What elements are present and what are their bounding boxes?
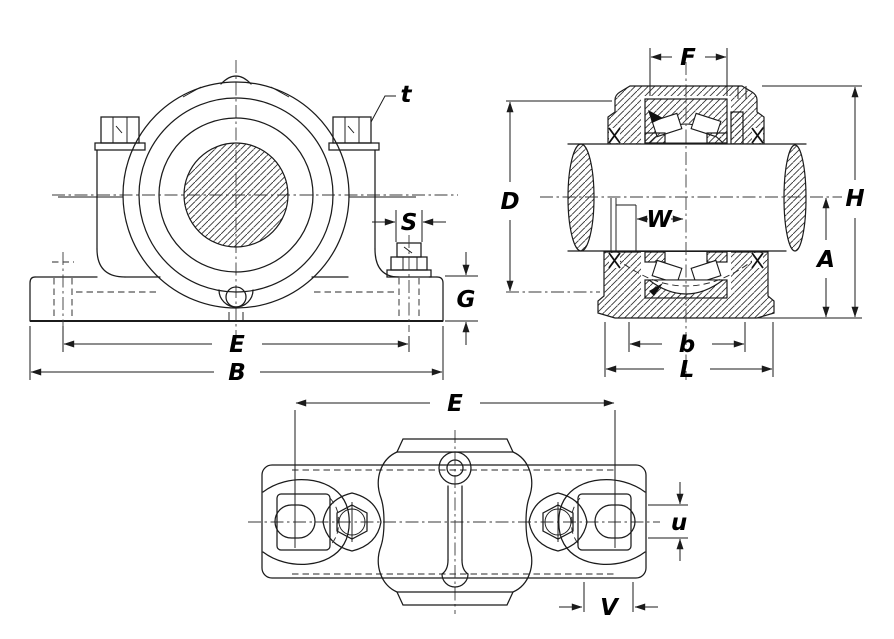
dim-S: S	[372, 210, 446, 242]
right-cap-bolt	[328, 116, 400, 278]
base	[29, 252, 444, 334]
dim-label-V: V	[600, 595, 620, 621]
shaft-break-left	[567, 143, 595, 252]
dim-label-L: L	[680, 357, 695, 383]
dim-label-G: G	[457, 287, 476, 313]
arc-notches	[182, 86, 290, 98]
dim-A: A	[815, 197, 835, 318]
dim-label-W: W	[646, 207, 673, 233]
dim-V: V	[559, 582, 658, 621]
dim-u: u	[648, 482, 688, 561]
grease-dome	[220, 75, 252, 85]
dim-E-plan: E	[294, 391, 616, 500]
dim-L: L	[604, 322, 774, 383]
roller-pointer	[648, 110, 663, 123]
shaft-end-hatched	[183, 142, 289, 248]
dim-D: D	[500, 100, 612, 293]
seal-marks-upper	[608, 127, 764, 144]
dim-H: H	[762, 85, 865, 318]
cap-outline	[377, 438, 533, 606]
dim-label-E-plan: E	[447, 391, 463, 417]
seal-marks-lower	[608, 252, 764, 269]
dim-label-u: u	[671, 510, 687, 536]
dim-label-b: b	[679, 332, 695, 358]
dim-F: F	[649, 45, 728, 96]
dim-b: b	[628, 322, 746, 358]
dim-E-front: E	[62, 326, 410, 358]
shaft	[567, 143, 807, 252]
right-foot	[558, 479, 646, 565]
dim-label-A: A	[815, 247, 835, 273]
dim-label-t: t	[401, 82, 413, 108]
dim-label-D: D	[500, 189, 519, 215]
dim-G: G	[445, 252, 478, 345]
left-cap-bolt	[94, 116, 146, 278]
dim-label-F: F	[680, 45, 696, 71]
dim-t: t	[370, 82, 413, 123]
section-view: F D H A W	[500, 45, 864, 383]
dim-label-H: H	[845, 186, 864, 212]
hidden-cap-edges	[292, 469, 616, 575]
left-foot	[262, 479, 350, 565]
base-outline	[261, 464, 647, 579]
plan-view: E u V	[248, 391, 688, 621]
front-view: t S G E B	[29, 60, 478, 386]
grease-fitting	[438, 451, 472, 485]
grease-cup	[218, 286, 254, 321]
shaft-break-right	[783, 144, 807, 252]
dim-label-E: E	[229, 332, 245, 358]
hex-bolt-right	[528, 492, 588, 552]
dim-label-B: B	[228, 360, 246, 386]
housing-circles	[122, 81, 350, 309]
adapter-sleeve	[610, 198, 637, 251]
dim-label-S: S	[401, 210, 418, 236]
spherical-seat-hidden	[615, 257, 757, 287]
dim-W: W	[636, 207, 684, 233]
anchor-bolt	[386, 235, 432, 332]
dim-B: B	[29, 326, 444, 386]
hex-bolt-left	[322, 492, 382, 552]
